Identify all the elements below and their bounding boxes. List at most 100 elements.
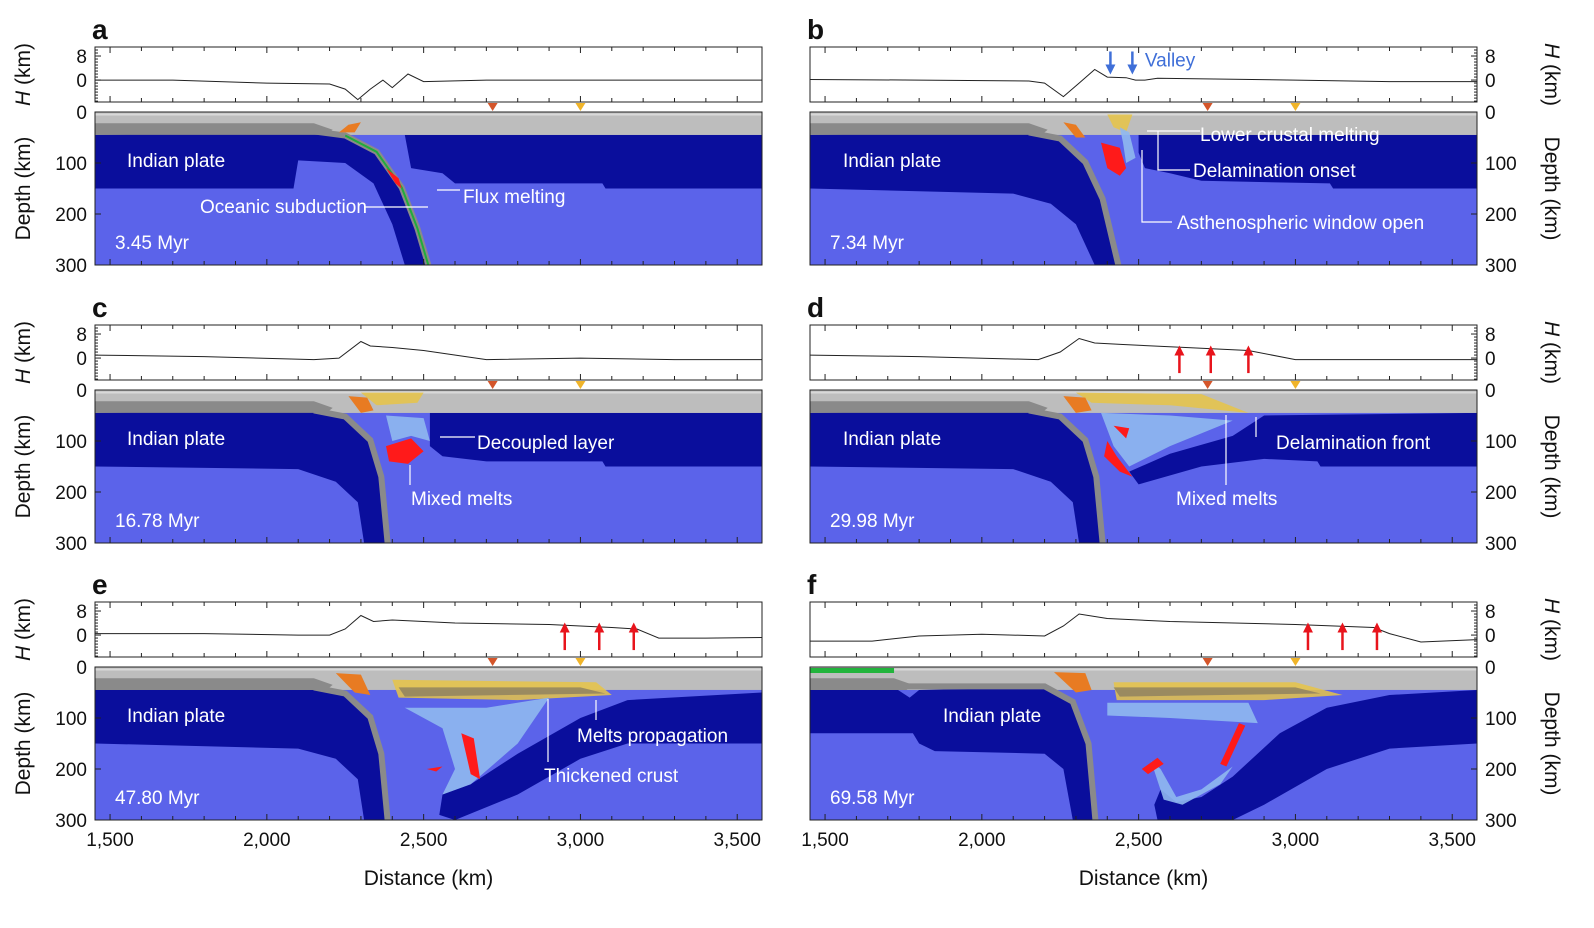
marker-red-triangle — [487, 658, 498, 666]
topo-axis-title: H (km) — [1540, 598, 1563, 661]
marker-yellow-triangle — [1290, 658, 1301, 666]
depth-tick-label: 200 — [55, 205, 87, 226]
annotation-label: Decoupled layer — [477, 433, 615, 454]
annotation-label: Indian plate — [127, 151, 225, 172]
depth-tick-label: 0 — [76, 381, 87, 402]
annotation-label: Melts propagation — [577, 726, 728, 747]
depth-axis-title: Depth (km) — [1540, 692, 1563, 796]
uplift-arrowhead-icon — [1371, 622, 1382, 633]
depth-axis-title: Depth (km) — [12, 415, 35, 519]
panel-letter: d — [807, 292, 824, 323]
model-time-label: 47.80 Myr — [115, 788, 200, 809]
annotation-label: Thickened crust — [544, 766, 679, 787]
panel-letter: c — [92, 292, 108, 323]
upper-plate-lithosphere — [439, 692, 762, 820]
topo-axis-title: H (km) — [12, 43, 35, 106]
annotation-label: Oceanic subduction — [200, 197, 367, 218]
depth-axis-title: Depth (km) — [1540, 415, 1563, 519]
marker-red-triangle — [487, 381, 498, 389]
mantle-melt-region — [1104, 441, 1133, 477]
mantle-melt-region — [1220, 723, 1246, 767]
annotation-label: Delamination front — [1276, 433, 1431, 454]
section-frame — [809, 666, 1478, 821]
cross-section — [810, 390, 1477, 543]
section-frame — [94, 666, 763, 821]
depth-tick-label: 100 — [55, 709, 87, 730]
topo-axis-title: H (km) — [12, 321, 35, 384]
annotation-label: Mixed melts — [1176, 489, 1277, 510]
marker-yellow-triangle — [575, 381, 586, 389]
x-tick-label: 3,000 — [1272, 830, 1320, 851]
slab-crust — [1028, 129, 1122, 265]
annotation-leader-line — [1157, 131, 1190, 171]
x-tick-label: 2,000 — [958, 830, 1006, 851]
mantle-melt-region — [461, 733, 481, 780]
model-time-label: 3.45 Myr — [115, 233, 190, 254]
indian-plate-lithosphere — [95, 687, 386, 820]
depth-tick-label: 300 — [1485, 256, 1517, 277]
hydrated-mantle-region — [1107, 702, 1258, 724]
topography-line — [94, 340, 762, 361]
topo-tick-label: 8 — [1485, 325, 1496, 346]
hydrated-mantle-region — [386, 415, 430, 441]
sediment-melt-region — [348, 396, 374, 413]
panel-letter: e — [92, 569, 108, 600]
depth-tick-label: 200 — [1485, 205, 1517, 226]
topo-tick-label: 8 — [1485, 602, 1496, 623]
x-tick-label: 2,000 — [243, 830, 291, 851]
topography-frame — [94, 601, 763, 658]
topo-tick-label: 8 — [76, 602, 87, 623]
topo-tick-label: 0 — [76, 71, 87, 92]
depth-tick-label: 0 — [76, 658, 87, 679]
topo-axis-title: H (km) — [1540, 321, 1563, 384]
upper-plate-lithosphere — [1129, 412, 1477, 485]
section-frame — [94, 111, 763, 266]
mantle-melt-region — [1141, 757, 1164, 775]
marker-red-triangle — [1202, 103, 1213, 111]
depth-axis-title: Depth (km) — [12, 137, 35, 241]
x-tick-label: 3,000 — [557, 830, 605, 851]
sediment-melt-region — [335, 673, 371, 695]
topography-line — [95, 614, 763, 639]
surface-layer — [95, 113, 762, 116]
topo-tick-label: 8 — [76, 325, 87, 346]
mantle-melt-region — [1101, 142, 1127, 176]
topo-tick-label: 8 — [76, 47, 87, 68]
depth-tick-label: 200 — [55, 483, 87, 504]
x-axis-title: Distance (km) — [364, 867, 494, 890]
sediment-melt-region — [1054, 672, 1092, 693]
annotation-label: Delamination onset — [1193, 161, 1356, 182]
panel-letter: a — [92, 14, 108, 45]
subsidence-arrowhead-icon — [1127, 64, 1138, 75]
topo-tick-label: 0 — [1485, 71, 1496, 92]
hydrated-mantle-region — [1151, 761, 1233, 805]
annotation-label: Indian plate — [843, 151, 941, 172]
annotation-label: Indian plate — [943, 706, 1041, 727]
upper-plate-lithosphere — [429, 412, 762, 467]
topo-tick-label: 0 — [1485, 626, 1496, 647]
topography-line — [95, 73, 762, 101]
uplift-arrowhead-icon — [1243, 345, 1254, 356]
mantle-melt-region — [386, 168, 402, 189]
x-tick-label: 2,500 — [1115, 830, 1163, 851]
cross-section — [95, 667, 762, 820]
surface-layer — [810, 668, 1477, 671]
section-frame — [809, 389, 1478, 544]
topography-line — [809, 337, 1477, 361]
topo-tick-label: 8 — [1485, 47, 1496, 68]
topo-tick-label: 0 — [76, 349, 87, 370]
annotation-label: Lower crustal melting — [1200, 125, 1380, 146]
depth-axis-title: Depth (km) — [12, 692, 35, 796]
felsic-melt-region — [1075, 392, 1249, 413]
slab-crust — [313, 407, 391, 543]
depth-tick-label: 200 — [1485, 760, 1517, 781]
x-tick-label: 2,500 — [400, 830, 448, 851]
topography-frame — [809, 46, 1478, 103]
x-axis-title: Distance (km) — [1079, 867, 1209, 890]
depth-tick-label: 100 — [55, 432, 87, 453]
upper-plate-lithosphere — [404, 134, 762, 189]
model-time-label: 69.58 Myr — [830, 788, 915, 809]
